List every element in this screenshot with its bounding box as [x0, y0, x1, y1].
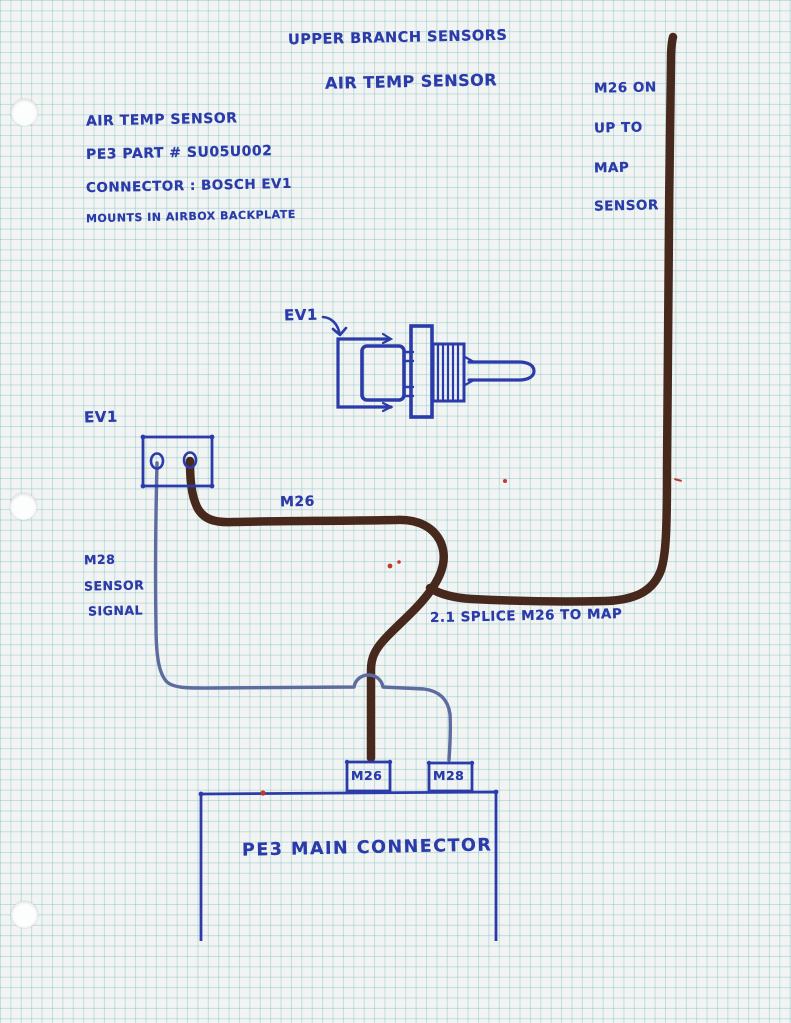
sensor-tabs	[402, 350, 415, 398]
pin-box-m26	[345, 760, 392, 793]
map-note-line-1: M26 ON	[593, 79, 657, 97]
sensor-flange	[409, 324, 434, 419]
map-note-line-3: MAP	[593, 159, 630, 177]
label-pin-m28: M28	[433, 768, 465, 783]
sensor-housing	[336, 337, 393, 409]
wire-m26-brown	[185, 456, 448, 763]
air-temp-sensor-sketch	[321, 315, 536, 419]
m28-note-line-1: M28	[83, 551, 116, 568]
wire-splice-to-map-brown	[425, 32, 678, 606]
ev1-pointer-arrow	[321, 315, 348, 337]
m28-note-line-2: SENSOR	[83, 577, 145, 594]
punch-hole-middle	[10, 493, 37, 520]
info-line-sensor-name: AIR TEMP SENSOR	[85, 110, 238, 130]
punch-hole-top	[11, 99, 38, 126]
sensor-body	[360, 344, 406, 402]
label-ev1-sensor-pointer: EV1	[283, 305, 318, 325]
title-line-2: AIR TEMP SENSOR	[324, 70, 498, 93]
main-connector-outline	[199, 790, 498, 941]
punch-hole-bottom	[11, 901, 38, 928]
label-m26-wire: M26	[279, 493, 316, 511]
map-note-line-4: SENSOR	[593, 197, 660, 215]
sensor-threads	[431, 342, 466, 403]
m28-note-line-3: SIGNAL	[87, 602, 144, 619]
sensor-probe	[467, 360, 536, 382]
label-ev1-connector-box: EV1	[83, 407, 118, 427]
ev1-pin-left	[149, 452, 165, 470]
label-pin-m26: M26	[351, 768, 383, 783]
red-ink-specks	[260, 478, 682, 796]
map-note-line-2: UP TO	[593, 119, 643, 137]
ev1-connector-box	[140, 434, 215, 489]
ev1-pin-right	[182, 451, 198, 469]
wire-m28-blue	[153, 461, 453, 762]
